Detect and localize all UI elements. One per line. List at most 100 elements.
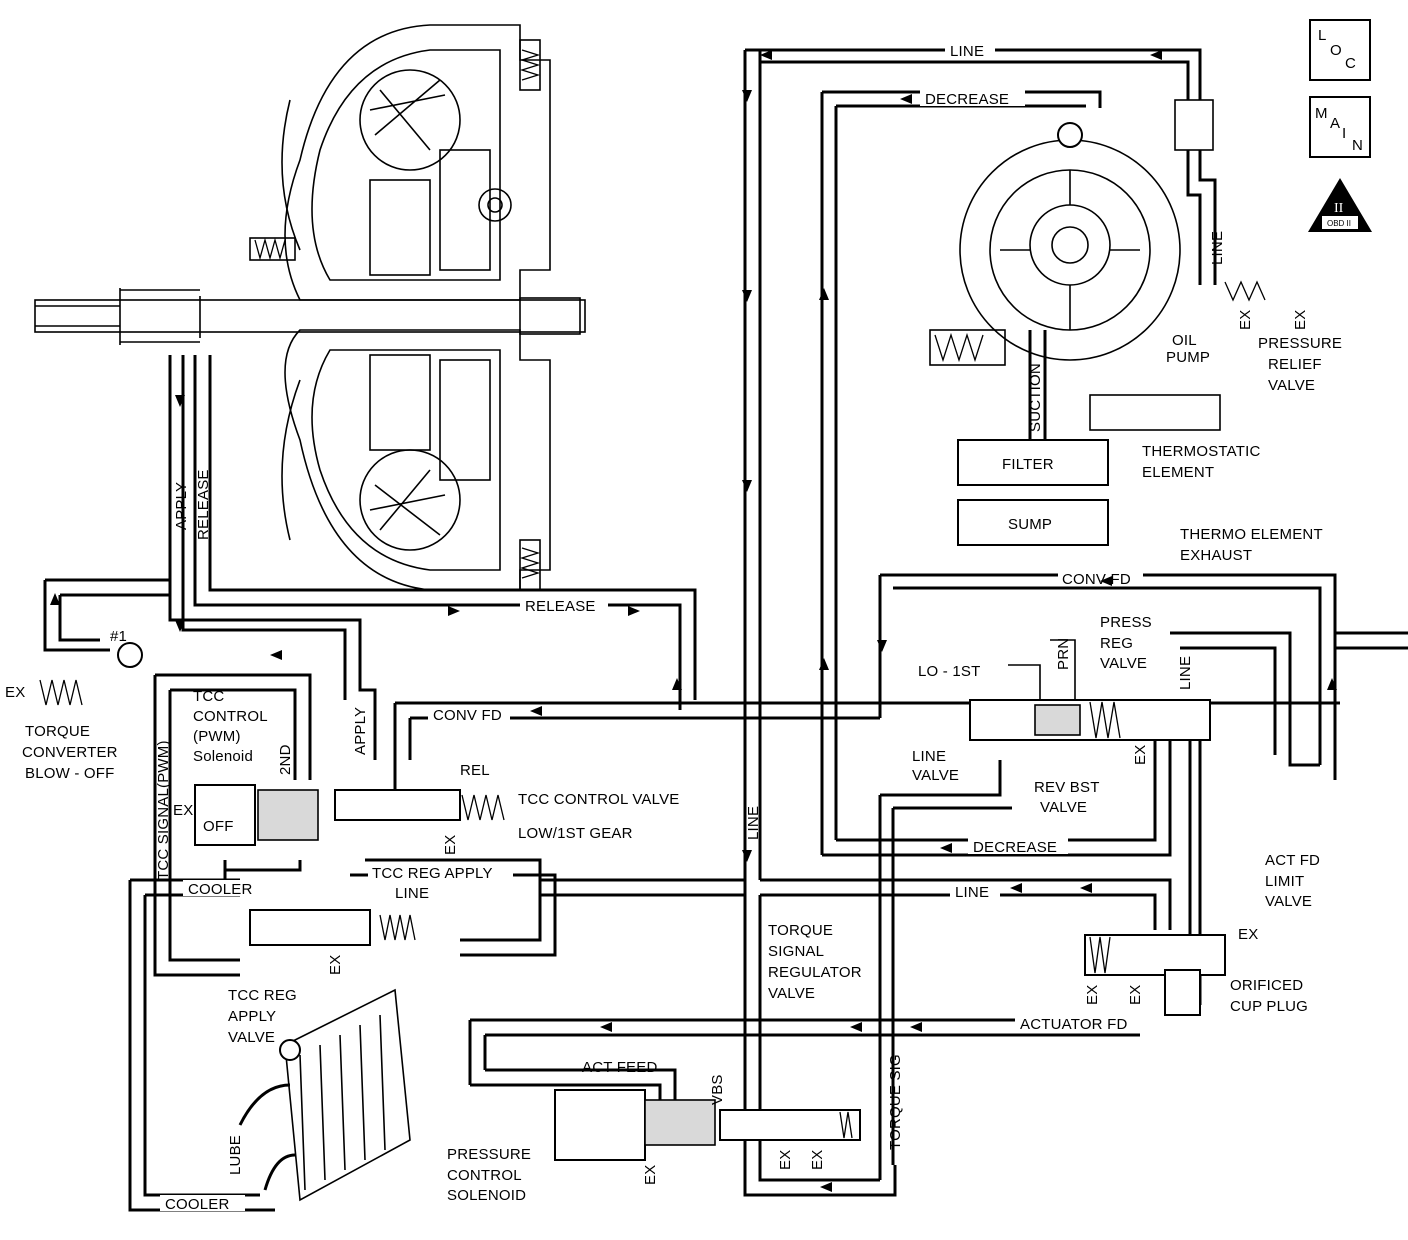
ex-label: EX bbox=[1132, 745, 1149, 765]
oil-pump-label-2: PUMP bbox=[1166, 349, 1210, 366]
valve-bodies bbox=[39, 280, 1266, 1161]
act-fd-limit-label-1: ACT FD bbox=[1265, 852, 1320, 869]
act-fd-limit-label-3: VALVE bbox=[1265, 893, 1312, 910]
label-apply-tcc: APPLY bbox=[352, 707, 369, 755]
ex-label: EX bbox=[442, 835, 459, 855]
filter-box bbox=[957, 439, 1109, 486]
label-line-top: LINE bbox=[950, 43, 984, 60]
obd-ii-icon[interactable]: OBD II II bbox=[1308, 178, 1372, 232]
ex-label: EX bbox=[5, 684, 25, 701]
label-line-mid-v: LINE bbox=[745, 806, 762, 840]
cooler-radiator bbox=[238, 988, 411, 1202]
check-ball-label: #1 bbox=[110, 628, 127, 645]
tcc-sol-label-3: (PWM) bbox=[193, 728, 241, 745]
pressure-relief-label-1: PRESSURE bbox=[1258, 335, 1342, 352]
line-labels: LINE DECREASE LINE RELEASE APPLY RELEASE… bbox=[155, 42, 1226, 1213]
label-release-h: RELEASE bbox=[525, 598, 596, 615]
sump-box bbox=[957, 499, 1109, 546]
ex-label: EX bbox=[809, 1150, 826, 1170]
main-icon[interactable]: M A I N bbox=[1309, 96, 1371, 158]
ex-label: EX bbox=[173, 802, 193, 819]
line-valve-label-2: VALVE bbox=[912, 767, 959, 784]
press-reg-label-2: REG bbox=[1100, 635, 1133, 652]
main-letter-3: I bbox=[1342, 125, 1346, 142]
rev-bst-label-2: VALVE bbox=[1040, 799, 1087, 816]
exhaust-labels: EX EX EX EX EX EX EX EX EX EX EX EX EX bbox=[5, 310, 1309, 1185]
ex-label: EX bbox=[1237, 310, 1254, 330]
obd-roman: II bbox=[1334, 201, 1344, 216]
torque-sig-reg-label-3: REGULATOR bbox=[768, 964, 862, 981]
line-valve-label-1: LINE bbox=[912, 748, 946, 765]
label-actuator-fd: ACTUATOR FD bbox=[1020, 1016, 1127, 1033]
main-letter-4: N bbox=[1352, 137, 1363, 154]
thermostatic-label-2: ELEMENT bbox=[1142, 464, 1214, 481]
label-cooler-bottom: COOLER bbox=[165, 1196, 230, 1213]
thermo-exhaust-label-1: THERMO ELEMENT bbox=[1180, 526, 1323, 543]
tcc-sol-label-4: Solenoid bbox=[193, 748, 253, 765]
blowoff-label-3: BLOW - OFF bbox=[25, 765, 115, 782]
flow-arrows bbox=[50, 50, 1337, 1192]
blowoff-label-2: CONVERTER bbox=[22, 744, 118, 761]
loc-letter-1: L bbox=[1318, 27, 1327, 44]
torque-sig-reg-label-2: SIGNAL bbox=[768, 943, 824, 960]
pcs-label-2: CONTROL bbox=[447, 1167, 522, 1184]
ex-label: EX bbox=[1292, 310, 1309, 330]
label-vbs: VBS bbox=[709, 1074, 726, 1105]
label-decrease-mid: DECREASE bbox=[973, 839, 1057, 856]
loc-letter-2: O bbox=[1330, 42, 1342, 59]
tcc-reg-apply-valve-label-3: VALVE bbox=[228, 1029, 275, 1046]
off-label: OFF bbox=[203, 818, 234, 835]
filter-label: FILTER bbox=[1002, 456, 1054, 473]
label-torque-sig: TORQUE SIG bbox=[887, 1054, 904, 1150]
tcc-reg-apply-valve-label-2: APPLY bbox=[228, 1008, 276, 1025]
orificed-label-1: ORIFICED bbox=[1230, 977, 1303, 994]
blowoff-label-1: TORQUE bbox=[25, 723, 90, 740]
label-decrease-top: DECREASE bbox=[925, 91, 1009, 108]
label-tcc-signal: TCC SIGNAL(PWM) bbox=[155, 740, 172, 880]
component-labels: OIL PUMP PRESSURE RELIEF VALVE THERMOSTA… bbox=[22, 332, 1342, 1204]
label-release-v: RELEASE bbox=[195, 469, 212, 540]
label-rel: REL bbox=[460, 762, 490, 779]
label-line-preg: LINE bbox=[1177, 656, 1194, 690]
ex-label: EX bbox=[777, 1150, 794, 1170]
pcs-label-3: SOLENOID bbox=[447, 1187, 526, 1204]
oil-pump bbox=[929, 99, 1221, 431]
low-1st-gear-label: LOW/1ST GEAR bbox=[518, 825, 633, 842]
sump-label: SUMP bbox=[1008, 516, 1052, 533]
ex-label: EX bbox=[1238, 926, 1258, 943]
tcc-sol-label-1: TCC bbox=[193, 688, 224, 705]
tcc-sol-label-2: CONTROL bbox=[193, 708, 268, 725]
ex-label: EX bbox=[642, 1165, 659, 1185]
tcc-reg-apply-valve-label-1: TCC REG bbox=[228, 987, 297, 1004]
pressure-relief-label-3: VALVE bbox=[1268, 377, 1315, 394]
loc-letter-3: C bbox=[1345, 55, 1356, 72]
label-lo-1st: LO - 1ST bbox=[918, 663, 980, 680]
label-conv-fd-right: CONV FD bbox=[1062, 571, 1131, 588]
rev-bst-label-1: REV BST bbox=[1034, 779, 1100, 796]
label-suction: SUCTION bbox=[1027, 363, 1044, 432]
label-tcc-reg-apply: TCC REG APPLY bbox=[372, 865, 493, 882]
second-gear-label: 2ND bbox=[277, 744, 294, 775]
thermo-exhaust-label-2: EXHAUST bbox=[1180, 547, 1252, 564]
suction-line bbox=[1028, 330, 1047, 440]
hydraulic-lines bbox=[43, 48, 1408, 1212]
label-cooler-top: COOLER bbox=[188, 881, 253, 898]
label-apply-v: APPLY bbox=[173, 482, 190, 530]
label-line-mid-h: LINE bbox=[955, 884, 989, 901]
main-letter-1: M bbox=[1315, 105, 1328, 122]
ex-label: EX bbox=[327, 955, 344, 975]
loc-icon[interactable]: L O C bbox=[1309, 19, 1371, 81]
oil-pump-label-1: OIL bbox=[1172, 332, 1197, 349]
label-line-pump: LINE bbox=[1209, 231, 1226, 265]
thermostatic-label-1: THERMOSTATIC bbox=[1142, 443, 1261, 460]
label-conv-fd-left: CONV FD bbox=[433, 707, 502, 724]
press-reg-label-1: PRESS bbox=[1100, 614, 1152, 631]
label-act-feed: ACT FEED bbox=[582, 1059, 658, 1076]
ex-label: EX bbox=[1127, 985, 1144, 1005]
label-line-reg: LINE bbox=[395, 885, 429, 902]
torque-sig-reg-label-4: VALVE bbox=[768, 985, 815, 1002]
obd-label: OBD II bbox=[1327, 219, 1351, 228]
label-lube: LUBE bbox=[227, 1135, 244, 1175]
